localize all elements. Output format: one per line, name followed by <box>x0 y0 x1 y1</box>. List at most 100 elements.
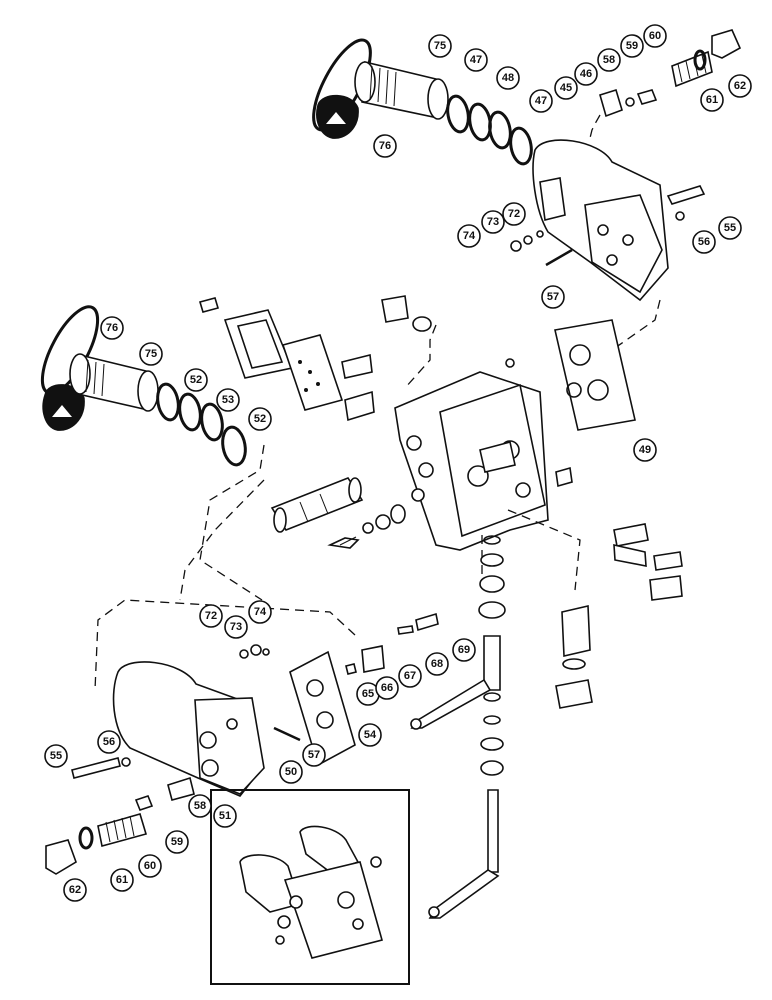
callout-58-upper: 58 <box>597 48 621 72</box>
svg-text:61: 61 <box>116 874 128 886</box>
callout-74-upper: 74 <box>457 224 481 248</box>
right-plungers <box>613 523 683 601</box>
svg-text:52: 52 <box>254 413 266 425</box>
callout-62-lower: 62 <box>63 878 87 902</box>
svg-text:75: 75 <box>434 40 446 52</box>
svg-text:62: 62 <box>734 80 746 92</box>
svg-text:49: 49 <box>639 444 651 456</box>
callout-60-lower: 60 <box>138 854 162 878</box>
callout-61-upper: 61 <box>700 88 724 112</box>
callout-66: 66 <box>375 676 399 700</box>
callout-46: 46 <box>574 62 598 86</box>
svg-text:72: 72 <box>205 610 217 622</box>
svg-text:76: 76 <box>106 322 118 334</box>
callout-75-left: 75 <box>139 342 163 366</box>
callout-45: 45 <box>554 76 578 100</box>
callout-48: 48 <box>496 66 520 90</box>
inset-frame <box>210 789 410 985</box>
left-rings-52-53 <box>156 382 247 467</box>
callout-67: 67 <box>398 664 422 688</box>
valve-body-main <box>341 295 573 551</box>
callout-72-lower: 72 <box>199 604 223 628</box>
callout-50: 50 <box>279 760 303 784</box>
svg-text:54: 54 <box>364 729 377 741</box>
callout-57-lower: 57 <box>302 743 326 767</box>
callout-58-lower: 58 <box>188 794 212 818</box>
svg-text:52: 52 <box>190 374 202 386</box>
callout-49: 49 <box>633 438 657 462</box>
svg-text:55: 55 <box>724 222 736 234</box>
svg-text:61: 61 <box>706 94 718 106</box>
svg-text:47: 47 <box>470 54 482 66</box>
left-spool-cap-75 <box>69 353 159 412</box>
svg-text:56: 56 <box>698 236 710 248</box>
svg-text:60: 60 <box>649 30 661 42</box>
callout-69: 69 <box>452 638 476 662</box>
upper-spool-cap-75 <box>354 61 449 120</box>
svg-text:60: 60 <box>144 860 156 872</box>
svg-text:62: 62 <box>69 884 81 896</box>
svg-text:50: 50 <box>285 766 297 778</box>
callout-52-b: 52 <box>248 407 272 431</box>
callout-60-upper: 60 <box>643 24 667 48</box>
svg-text:51: 51 <box>219 810 231 822</box>
upper-small-parts <box>510 29 742 267</box>
svg-text:75: 75 <box>145 348 157 360</box>
callout-47-a: 47 <box>464 48 488 72</box>
lower-valve-housing-50 <box>112 661 265 797</box>
svg-text:57: 57 <box>308 749 320 761</box>
callout-56-lower: 56 <box>97 730 121 754</box>
svg-text:65: 65 <box>362 688 374 700</box>
callout-73-upper: 73 <box>481 210 505 234</box>
svg-text:56: 56 <box>103 736 115 748</box>
gasket-49 <box>554 319 636 431</box>
svg-text:66: 66 <box>381 682 393 694</box>
svg-text:74: 74 <box>254 606 267 618</box>
callout-55-lower: 55 <box>44 744 68 768</box>
gasket-54 <box>289 650 356 767</box>
callout-61-lower: 61 <box>110 868 134 892</box>
svg-text:58: 58 <box>194 800 206 812</box>
callout-75-upper: 75 <box>428 34 452 58</box>
svg-text:57: 57 <box>547 291 559 303</box>
callout-73-lower: 73 <box>224 615 248 639</box>
svg-text:46: 46 <box>580 68 592 80</box>
upper-valve-housing-45 <box>532 139 669 302</box>
upper-rings-47-48 <box>446 94 533 166</box>
callout-47-b: 47 <box>529 89 553 113</box>
lower-small-parts <box>45 612 439 875</box>
svg-text:72: 72 <box>508 208 520 220</box>
svg-text:73: 73 <box>230 621 242 633</box>
callout-53: 53 <box>216 388 240 412</box>
svg-text:74: 74 <box>463 230 476 242</box>
left-o-ring-76 <box>40 305 100 431</box>
callout-55-upper: 55 <box>718 216 742 240</box>
svg-text:68: 68 <box>431 658 443 670</box>
svg-text:48: 48 <box>502 72 514 84</box>
upper-lever <box>410 635 501 730</box>
inset-assembled-valve <box>239 825 383 959</box>
callout-68: 68 <box>425 652 449 676</box>
callout-65: 65 <box>356 682 380 706</box>
svg-text:67: 67 <box>404 670 416 682</box>
lower-lever <box>428 789 500 919</box>
callout-72-upper: 72 <box>502 202 526 226</box>
center-spool <box>270 477 364 533</box>
center-small-springs <box>327 504 406 549</box>
callout-56-upper: 56 <box>692 230 716 254</box>
callout-51: 51 <box>213 804 237 828</box>
top-cover-plate <box>198 297 344 411</box>
callout-52-a: 52 <box>184 368 208 392</box>
svg-text:45: 45 <box>560 82 572 94</box>
svg-text:76: 76 <box>379 140 391 152</box>
callout-59-upper: 59 <box>620 34 644 58</box>
svg-text:58: 58 <box>603 54 615 66</box>
svg-text:59: 59 <box>171 836 183 848</box>
callout-74-lower: 74 <box>248 600 272 624</box>
svg-text:47: 47 <box>535 95 547 107</box>
right-sleeve <box>555 605 593 709</box>
svg-text:59: 59 <box>626 40 638 52</box>
callout-59-lower: 59 <box>165 830 189 854</box>
callout-57-upper: 57 <box>541 285 565 309</box>
